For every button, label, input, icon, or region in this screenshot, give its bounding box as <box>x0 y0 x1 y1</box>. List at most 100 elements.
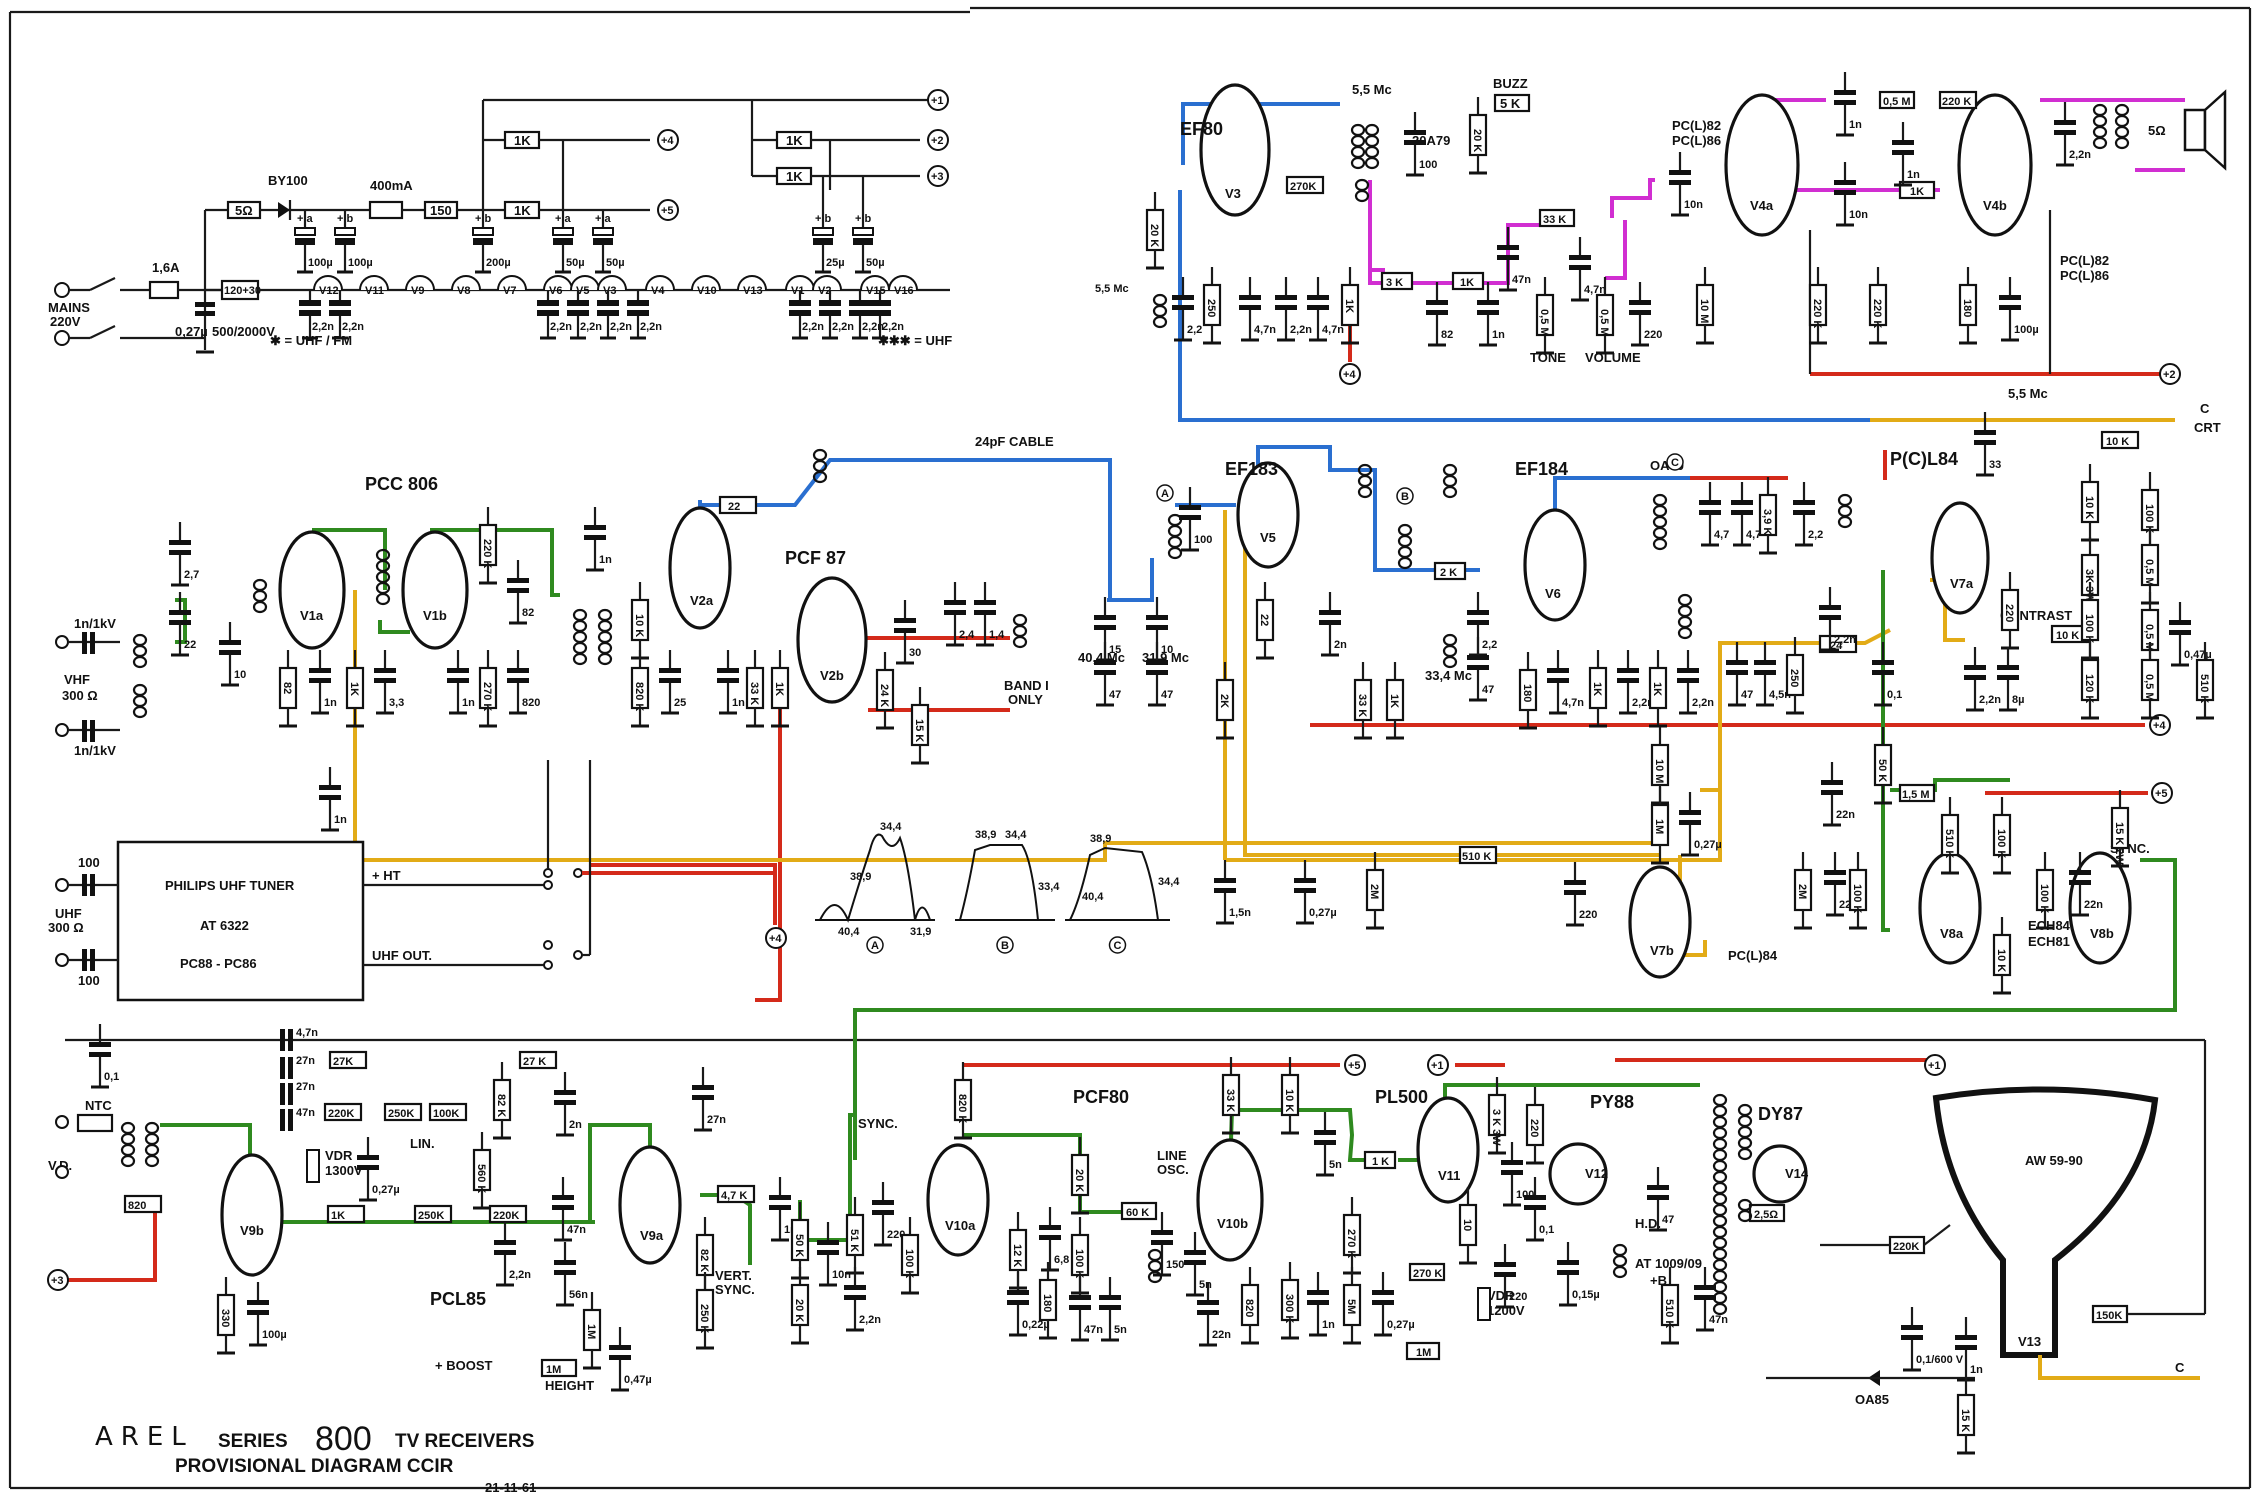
crt-cathode-label: C <box>2175 1360 2185 1375</box>
res-22-cathode: 22 <box>1255 582 1275 660</box>
res-3k <box>1380 271 1414 291</box>
capacitor-value: 0,22µ <box>1022 1319 1050 1331</box>
res-0-5m-label: 0,5 M <box>1883 96 1911 108</box>
heater-cap-value: 2,2n <box>342 321 364 333</box>
filter-cap-polarity: + b <box>475 213 491 225</box>
res-82k-v2: 82 K <box>695 1217 715 1295</box>
resistor-value: 820 <box>1243 1299 1255 1317</box>
heater-v11: V11 <box>359 275 389 297</box>
res-60k <box>1120 1201 1158 1221</box>
capacitor-value: 1n <box>1849 119 1862 131</box>
res-0-5m-3: 0,5 M <box>2140 642 2160 720</box>
res-27k-2-label: 27 K <box>523 1056 546 1068</box>
heater-label: V10 <box>697 285 717 297</box>
resistor-value: 3,9 K <box>1761 509 1773 535</box>
video-tube-name: P(C)L84 <box>1890 449 1958 469</box>
res-220k-v2-label: 220K <box>493 1210 519 1222</box>
res-33k: 33 K <box>745 650 765 728</box>
tube-pcl85-name: PCL85 <box>430 1289 486 1309</box>
rail-terminal-3 <box>927 165 949 187</box>
uhf-in-terminal-1 <box>55 878 69 892</box>
vhf-balun-icon <box>132 633 148 669</box>
heater-v5: V5 <box>570 275 600 297</box>
capacitor-value: 22n <box>2084 899 2103 911</box>
capacitor-value: 10 <box>1161 644 1173 656</box>
grid-coil-icon <box>252 578 268 614</box>
tone-pot: 0,5 M <box>1535 277 1555 355</box>
heater-v7: V7 <box>497 275 527 297</box>
tube-v6-label: V6 <box>1545 586 1561 601</box>
filter-cap-value: 25µ <box>826 257 845 269</box>
capacitor-value: 1n <box>1907 169 1920 181</box>
vdr-label: VDR <box>325 1148 353 1163</box>
output-transformer-icon <box>2092 103 2108 150</box>
tube-v11-pl500 <box>1416 1096 1480 1204</box>
filter-capacitor: 100µ+ a <box>294 210 333 274</box>
tube-v12-py88 <box>1548 1142 1608 1206</box>
cap-56n: 56n <box>554 1242 588 1307</box>
resistor-value: 220 <box>2003 604 2015 622</box>
resistor-value: 2M <box>1796 884 1808 899</box>
heater-label: V2 <box>818 285 831 297</box>
trap-freq-3: 33,4 Mc <box>1425 668 1472 683</box>
resistor-value: 180 <box>1041 1294 1053 1312</box>
heater-v15: V15 <box>860 275 890 297</box>
tube-v5-ef183 <box>1236 461 1300 569</box>
capacitor-value: 0,27µ <box>1387 1319 1415 1331</box>
cap-2-2n-video-2: 2,2n <box>1677 650 1714 715</box>
subtitle-label: PROVISIONAL DIAGRAM CCIR <box>175 1456 454 1477</box>
trap-coil-a-icon <box>1167 513 1183 560</box>
cap-2-7: 2,7 <box>169 522 199 587</box>
cable-label: 24pF CABLE <box>975 434 1054 449</box>
res-150k-crt-label: 150K <box>2096 1310 2122 1322</box>
rail-1-crt-label: +1 <box>1928 1060 1941 1072</box>
heater-bypass-cap: 2,2n <box>567 290 602 340</box>
cap-47-video: 47 <box>1467 637 1494 702</box>
res-15k: 15 K <box>910 687 930 765</box>
res-270k <box>1285 175 1325 195</box>
res-100k-sync-2: 100 K <box>1848 852 1868 930</box>
rail-4-video-label: +4 <box>2153 720 2166 732</box>
filter-cap-polarity: + b <box>815 213 831 225</box>
heater-cap-value: 2,2n <box>802 321 824 333</box>
resistor-value: 10 K <box>1283 1089 1295 1112</box>
cap-2-2n-video: 2,2n <box>1617 650 1654 715</box>
resistor-value: 15 K <box>913 719 925 742</box>
tube-ef184-name: EF184 <box>1515 459 1568 479</box>
resistor-value: 220 K <box>481 539 493 568</box>
resistor-value: 120 K <box>2083 674 2095 703</box>
heater-label: V11 <box>365 285 384 297</box>
resistor-value: 1K <box>348 682 360 696</box>
resistor-value: 3 K 3W <box>1490 1109 1502 1146</box>
resistor-value: 220 <box>1528 1119 1540 1137</box>
tube-v12-label: V12 <box>1585 1166 1608 1181</box>
mains-capacitor <box>195 302 215 316</box>
cap-1n-v: 1n <box>769 1177 797 1242</box>
cap-2-4: 2,4 <box>944 582 975 647</box>
res-820-v <box>123 1194 163 1214</box>
cap-1n-agc: 1n <box>319 767 347 832</box>
capacitor-value: 2,2n <box>509 1269 531 1281</box>
res-1k-grid-v <box>326 1204 366 1224</box>
res-20k-2: 20 K <box>1145 192 1165 270</box>
tube-v9b-label: V9b <box>240 1223 264 1238</box>
pot-5m: 5M <box>1342 1267 1362 1345</box>
if-curve-mark: 38,9 <box>1090 833 1111 845</box>
res-1-5m <box>1898 783 1936 803</box>
cap-0-27u-2: 0,27µ <box>1294 860 1337 925</box>
res-220-py88: 220 <box>1525 1087 1545 1165</box>
tube-v4b <box>1957 93 2033 237</box>
cap-4-7n-video: 4,7n <box>1547 650 1584 715</box>
res-250: 250 <box>1202 267 1222 345</box>
cap-vertical-value: 27n <box>296 1081 315 1093</box>
crt-type-label: AW 59-90 <box>2025 1153 2083 1168</box>
if-curve-mark: 38,9 <box>850 871 871 883</box>
if-coil-b2-icon <box>1442 463 1458 499</box>
capacitor-value: 1n <box>599 554 612 566</box>
cap-2-2n-v2: 2,2n <box>844 1267 881 1332</box>
capacitor-value: 2,2n <box>1290 324 1312 336</box>
ntc-label: NTC <box>85 1098 112 1113</box>
peaking-coil-icon <box>1837 493 1853 529</box>
tube-v7b <box>1628 865 1692 979</box>
